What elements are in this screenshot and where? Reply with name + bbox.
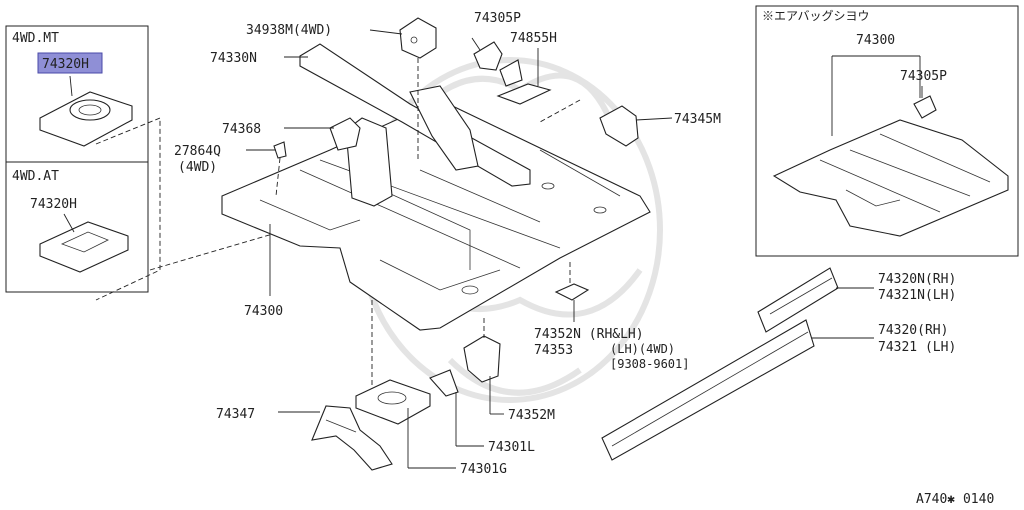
label-74353[interactable]: 74353 [534, 343, 573, 358]
label-74301g[interactable]: 74301G [460, 462, 507, 477]
airbag-inset-box [755, 5, 1019, 257]
airbag-floor-label[interactable]: 74300 [856, 33, 895, 48]
bracket-74345m-part [599, 105, 639, 147]
bracket-74347-part [311, 405, 393, 471]
bracket-74352n-part [554, 283, 590, 301]
label-27864q[interactable]: 27864Q [174, 144, 221, 159]
label-74347[interactable]: 74347 [216, 407, 255, 422]
label-74320-rh[interactable]: 74320(RH) [878, 323, 948, 338]
label-74345m[interactable]: 74345M [674, 112, 721, 127]
bracket-74305p-part [473, 41, 503, 71]
label-34938m[interactable]: 34938M(4WD) [246, 23, 332, 38]
bracket-74368-part [329, 117, 361, 151]
label-74300[interactable]: 74300 [244, 304, 283, 319]
label-74352n[interactable]: 74352N (RH&LH) [534, 327, 644, 342]
selected-part-highlight[interactable] [37, 52, 103, 74]
at-inset-title: 4WD.AT [12, 169, 59, 184]
leader-lines [246, 29, 874, 469]
label-74368[interactable]: 74368 [222, 122, 261, 137]
label-27864q-note: (4WD) [178, 160, 217, 175]
dash-74855h [539, 99, 581, 123]
mt-inset-title: 4WD.MT [12, 31, 59, 46]
dash-27864q [275, 157, 281, 197]
airbag-inset-leaders [831, 55, 923, 136]
inset-connector-dash [95, 117, 161, 301]
at-part-label[interactable]: 74320H [30, 197, 77, 212]
airbag-floor-panel-part [772, 95, 1009, 237]
label-74321n-lh[interactable]: 74321N(LH) [878, 288, 956, 303]
bracket-74855h-part [496, 59, 552, 105]
mt-floor-plate-part [39, 75, 133, 147]
at-inset-box [5, 161, 149, 293]
diagram-code: A740✱ 0140 [916, 492, 994, 507]
label-74330n[interactable]: 74330N [210, 51, 257, 66]
airbag-inset-title: ※エアバッグシヨウ [762, 9, 870, 23]
sill-74320-part [601, 319, 815, 461]
at-floor-plate-part [39, 213, 129, 273]
label-74305p[interactable]: 74305P [474, 11, 521, 26]
plate-74301g-part [355, 379, 431, 425]
label-74320n-rh[interactable]: 74320N(RH) [878, 272, 956, 287]
label-74321-lh[interactable]: 74321 (LH) [878, 340, 956, 355]
bracket-74301l-part [429, 369, 459, 397]
airbag-bracket-label[interactable]: 74305P [900, 69, 947, 84]
sill-74320n-part [757, 267, 839, 333]
label-74353-date: [9308-9601] [610, 357, 689, 371]
label-74855h[interactable]: 74855H [510, 31, 557, 46]
clip-27864q-part [273, 141, 287, 159]
label-74353-note: (LH)(4WD) [610, 342, 675, 356]
label-74352m[interactable]: 74352M [508, 408, 555, 423]
bracket-34938m-part [399, 17, 437, 59]
mt-part-label[interactable]: 74320H [42, 57, 89, 72]
label-74301l[interactable]: 74301L [488, 440, 535, 455]
